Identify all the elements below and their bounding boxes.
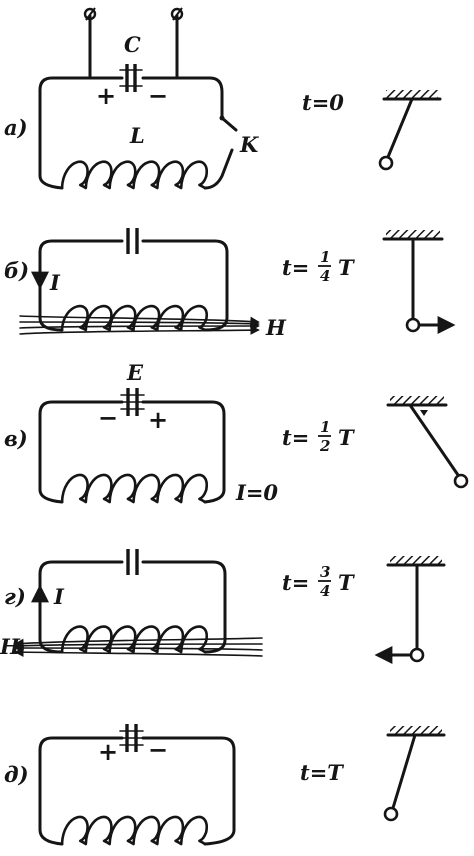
- field-label: H: [265, 315, 287, 340]
- time-label: t=T: [300, 760, 344, 785]
- current-zero-label: I=0: [235, 480, 278, 505]
- svg-text:1: 1: [320, 418, 330, 436]
- current-label: I: [49, 270, 61, 295]
- charge-right: +: [148, 405, 168, 434]
- charge-left: +: [98, 737, 118, 766]
- pendulum-bob: [405, 317, 421, 333]
- svg-text:1: 1: [320, 248, 330, 266]
- circuit-wire-left: [38, 400, 124, 504]
- pendulum-support: [390, 726, 442, 735]
- panel-marker: д): [4, 762, 29, 787]
- current-label: I: [53, 584, 65, 609]
- circuit-wire-right: [141, 76, 224, 120]
- pendulum-bob: [378, 155, 394, 171]
- panel-b: б) I H t= 1 4 T: [4, 228, 456, 340]
- svg-text:t=: t=: [282, 425, 309, 450]
- inductor-coil: [60, 815, 208, 846]
- panel-marker: б): [4, 258, 29, 283]
- circuit-wire-left: [38, 560, 124, 654]
- field-label: E: [126, 360, 144, 385]
- panel-d: г) I H t= 3 4 T: [0, 549, 446, 664]
- circuit-wire-right: [141, 400, 226, 504]
- magnetic-field-lines: [14, 637, 263, 657]
- terminal-left: [83, 7, 97, 21]
- svg-text:t=: t=: [282, 255, 309, 280]
- time-label: t= 3 4 T: [282, 563, 355, 600]
- capacitor-label: C: [124, 32, 141, 57]
- pendulum-rod: [391, 733, 417, 810]
- pendulum-rod: [408, 403, 460, 477]
- switch-label: K: [239, 132, 259, 157]
- pendulum: [374, 556, 446, 664]
- svg-text:2: 2: [319, 437, 330, 455]
- time-label: t=0: [302, 90, 344, 115]
- field-label: H: [0, 634, 21, 659]
- inductor-coil: [60, 473, 208, 504]
- svg-text:4: 4: [320, 267, 330, 285]
- inductor-coil: [60, 625, 208, 654]
- svg-text:T: T: [338, 255, 355, 280]
- svg-text:T: T: [338, 570, 355, 595]
- circuit-wire-left: [38, 239, 124, 332]
- pendulum-support: [386, 90, 438, 99]
- charge-right: −: [148, 735, 168, 764]
- magnetic-field-lines: [19, 315, 260, 335]
- charge-left: +: [96, 81, 116, 110]
- pendulum: [386, 396, 469, 489]
- pendulum-support: [390, 556, 442, 565]
- pendulum: [382, 230, 456, 334]
- reference-tick: [420, 410, 428, 416]
- circuit-wire-lower-right: [203, 148, 234, 190]
- panel-e: д) + − t=T: [4, 724, 446, 846]
- terminal-right: [170, 7, 184, 21]
- time-label: t= 1 2 T: [282, 418, 355, 455]
- panel-marker: а): [4, 115, 28, 140]
- pendulum-support: [386, 230, 440, 239]
- inductor-coil: [60, 160, 208, 190]
- pendulum-rod: [386, 97, 414, 159]
- pendulum-bob: [409, 647, 425, 663]
- svg-text:3: 3: [320, 563, 330, 581]
- panel-marker: в): [4, 426, 28, 451]
- time-label: t= 1 4 T: [282, 248, 355, 285]
- circuit-wire-left: [38, 76, 124, 190]
- charge-left: −: [98, 403, 118, 432]
- charge-right: −: [148, 81, 168, 110]
- pendulum-bob: [453, 473, 469, 489]
- circuit-wire-left: [38, 736, 124, 846]
- panel-marker: г): [4, 584, 26, 609]
- svg-text:4: 4: [320, 582, 330, 600]
- pendulum-bob: [383, 806, 399, 822]
- circuit-wire-right: [141, 736, 236, 846]
- inductor-label: L: [129, 123, 145, 148]
- inductor-coil: [60, 304, 208, 332]
- svg-text:t=: t=: [282, 570, 309, 595]
- panel-c: в) E − + I=0 t= 1 2 T: [4, 360, 469, 505]
- pendulum: [383, 726, 446, 822]
- panel-a: а) C L K + − t=0: [4, 7, 442, 190]
- switch-k: [220, 116, 238, 132]
- pendulum: [378, 90, 442, 171]
- svg-text:T: T: [338, 425, 355, 450]
- pendulum-support: [390, 396, 444, 405]
- circuit-wire-right: [141, 239, 229, 332]
- circuit-wire-right: [141, 560, 227, 654]
